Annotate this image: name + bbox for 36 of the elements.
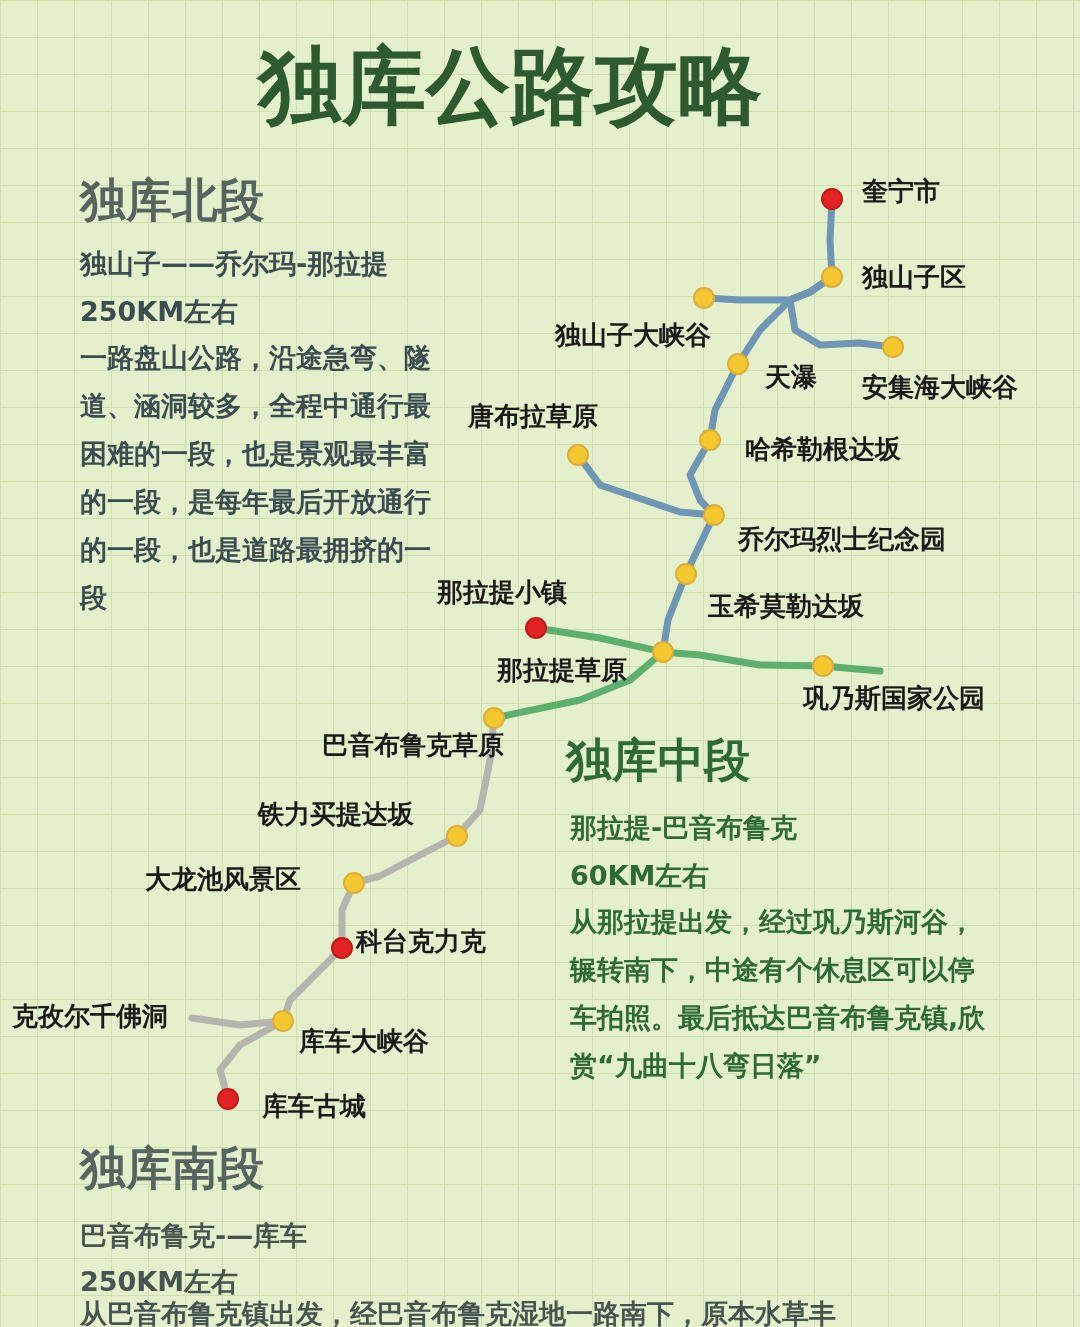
place-label: 玉希莫勒达坂: [708, 591, 864, 621]
place-label: 那拉提小镇: [437, 577, 567, 607]
route-subtitle: 那拉提-巴音布鲁克: [570, 811, 798, 845]
place-label: 巩乃斯国家公园: [803, 683, 985, 713]
place-label: 唐布拉草原: [468, 401, 598, 431]
road-line: [216, 1022, 277, 1092]
section-heading: 独库北段: [80, 172, 264, 229]
section-heading: 独库中段: [566, 732, 750, 789]
place-label: 奎宁市: [862, 176, 940, 206]
description-text: 一路盘山公路，沿途急弯、隧道、涵洞较多，全程中通行最困难的一段，也是景观最丰富的一段，是每年最后开放通行的一段，也是道路最拥挤的一段: [80, 341, 432, 615]
page-title: 独库公路攻略: [255, 35, 763, 137]
place-label: 乔尔玛烈士纪念园: [738, 524, 946, 554]
distance-text: 250KM左右: [80, 295, 239, 329]
place-label: 那拉提草原: [497, 655, 627, 685]
route-subtitle: 独山子——乔尔玛-那拉提: [80, 247, 389, 281]
place-label: 巴音布鲁克草原: [322, 730, 504, 760]
road-line: [686, 446, 710, 511]
place-label: 天瀑: [765, 362, 817, 392]
place-label: 独山子区: [862, 262, 966, 292]
place-label: 库车古城: [262, 1091, 366, 1121]
place-label: 安集海大峡谷: [862, 372, 1018, 402]
road-line: [361, 837, 451, 884]
place-label: 库车大峡谷: [299, 1026, 429, 1056]
description-text: 从那拉提出发，经过巩乃斯河谷，辗转南下，中途有个休息区可以停车拍照。最后抵达巴音布鲁克镇,欣赏“九曲十八弯日落”: [570, 905, 987, 1083]
place-label: 大龙池风景区: [145, 864, 301, 894]
route-subtitle: 巴音布鲁克-—库车: [80, 1219, 308, 1253]
place-label: 独山子大峡谷: [555, 320, 711, 350]
place-label: 铁力买提达坂: [258, 799, 414, 829]
distance-text: 250KM左右: [80, 1265, 239, 1299]
road-line: [687, 521, 713, 568]
place-label: 哈希勒根达坂: [745, 434, 901, 464]
description-text: 从巴音布鲁克镇出发，经巴音布鲁克湿地一路南下，原本水草丰: [80, 1297, 836, 1327]
place-label: 克孜尔千佛洞: [12, 1001, 168, 1031]
section-heading: 独库南段: [80, 1140, 264, 1197]
distance-text: 60KM左右: [570, 859, 710, 893]
place-label: 科台克力克: [356, 926, 486, 956]
